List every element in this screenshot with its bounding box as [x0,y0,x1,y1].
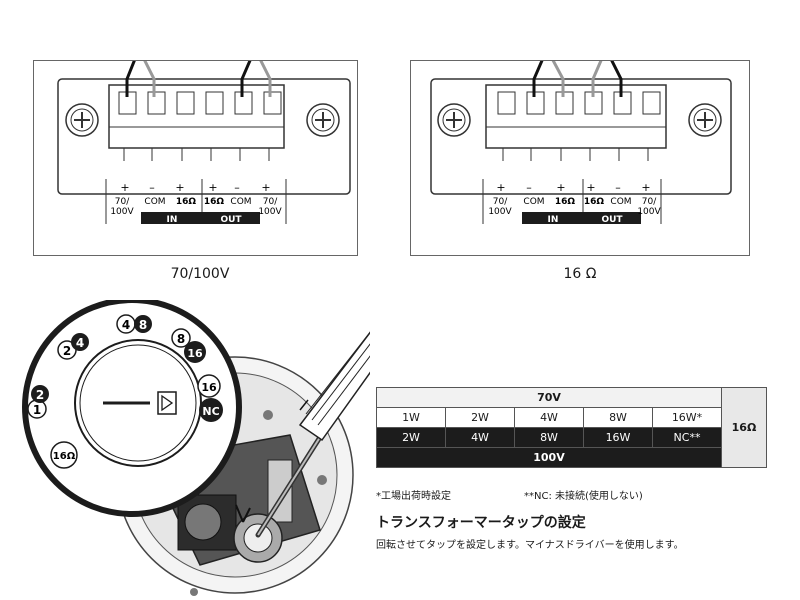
terminal-labels: + – + + – + 70/100V COM 16Ω 16Ω COM 70/1… [482,179,662,225]
terminal-label: 70/100V [110,197,134,217]
svg-text:2: 2 [63,344,71,358]
terminal-block [108,84,285,149]
side-label-16-ohm: 16Ω [721,387,767,468]
header-70v: 70V [376,387,722,408]
table-cell: 8W [583,407,653,428]
terminal-label: COM [523,197,544,207]
svg-text:4: 4 [76,336,84,350]
wiring-panel-16-ohm: + – + + – + 70/100V COM 16Ω 16Ω COM 70/1… [410,60,750,256]
polarity-label: – [526,181,532,194]
dial-position-4-8: 4 8 [116,314,152,334]
svg-text:16: 16 [187,347,203,360]
polarity-label: + [208,181,217,194]
terminal-label: COM [144,197,165,207]
screw-icon [688,103,722,137]
terminal-label: 70/100V [488,197,512,217]
terminal-label: 16Ω [555,197,576,207]
dial-position-16-nc: 16 NC [197,374,223,422]
group-label-out: OUT [220,215,242,225]
footer-100v: 100V [376,447,722,468]
terminal-label: COM [610,197,631,207]
polarity-label: + [175,181,184,194]
section-heading: トランスフォーマータップの設定 [376,515,586,531]
wiring-panel-70-100v: + – + + – + 70/100V COM 16Ω 16Ω COM 70/1… [33,60,358,256]
polarity-label: – [615,181,621,194]
polarity-label: – [234,181,240,194]
terminal-label: 16Ω [204,197,225,207]
wiring-diagram-svg: + – + + – + 70/100V COM 16Ω 16Ω COM 70/1… [430,61,732,225]
screwdriver-icon [255,331,370,538]
group-label-in: IN [167,215,178,225]
table-cell: 2W [445,407,515,428]
svg-text:4: 4 [122,318,130,332]
table-cell: 8W [514,427,584,448]
svg-text:2: 2 [36,388,44,402]
polarity-label: + [556,181,565,194]
polarity-label: – [149,181,155,194]
table-cell: NC** [652,427,722,448]
tap-dial-magnified: 1 2 2 4 4 8 8 16 16 NC [22,300,242,517]
tap-setting-table: 70V 16Ω 1W 2W 4W 8W 16W* 2W 4W 8W 16W NC… [376,387,767,468]
table-row-70v: 1W 2W 4W 8W 16W* [376,407,767,428]
instruction-text: 回転させてタップを設定します。マイナスドライバーを使用します。 [376,540,684,551]
caption-70-100v: 70/100V [170,266,230,282]
polarity-label: + [261,181,270,194]
group-label-in: IN [548,215,559,225]
svg-text:8: 8 [177,332,185,346]
dial-position-1-2: 1 2 [27,385,49,419]
terminal-block [485,84,667,149]
terminal-label: 16Ω [584,197,605,207]
table-cell: 4W [514,407,584,428]
table-cell: 16W [583,427,653,448]
nc-note: **NC: 未接続(使用しない) [524,491,643,502]
polarity-label: + [586,181,595,194]
dial-position-2-4: 2 4 [57,333,89,360]
svg-text:8: 8 [139,318,147,332]
pointer-icon [157,391,177,415]
terminal-label: COM [230,197,251,207]
svg-text:NC: NC [202,405,219,418]
caption-16-ohm: 16 Ω [563,266,597,282]
terminal-labels: + – + + – + 70/100V COM 16Ω 16Ω COM 70/1… [105,179,287,225]
table-cell: 16W* [652,407,722,428]
terminal-label: 70/100V [637,197,661,217]
terminal-label: 70/100V [258,197,282,217]
polarity-label: + [120,181,129,194]
screw-icon [306,103,340,137]
svg-text:16: 16 [201,381,217,394]
svg-text:16Ω: 16Ω [53,451,76,462]
dial-position-16-ohm: 16Ω [50,441,78,469]
table-row-100v: 2W 4W 8W 16W NC** [376,427,767,448]
group-label-out: OUT [601,215,623,225]
table-cell: 4W [445,427,515,448]
factory-setting-note: *工場出荷時設定 [376,491,451,502]
table-cell: 1W [376,407,446,428]
terminal-label: 16Ω [176,197,197,207]
screw-icon [437,103,471,137]
screw-icon [65,103,99,137]
wiring-diagram-svg: + – + + – + 70/100V COM 16Ω 16Ω COM 70/1… [57,61,351,225]
tap-dial-illustration: 1 2 2 4 4 8 8 16 16 NC [22,300,370,596]
dial-position-8-16: 8 16 [171,328,206,363]
polarity-label: + [496,181,505,194]
polarity-label: + [641,181,650,194]
svg-text:1: 1 [33,403,41,417]
table-cell: 2W [376,427,446,448]
